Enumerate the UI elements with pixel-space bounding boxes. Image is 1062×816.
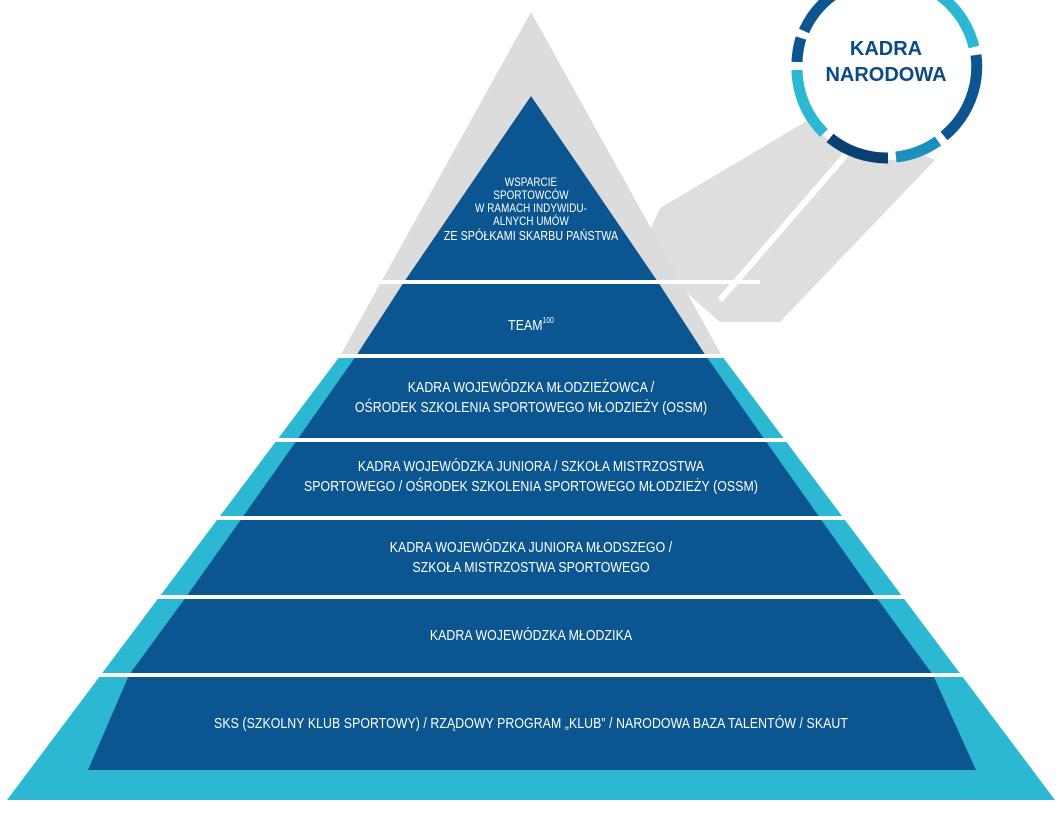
inner-team-band bbox=[356, 282, 706, 356]
badge-ring-segment bbox=[798, 0, 836, 34]
badge-circle-bg bbox=[794, 0, 978, 160]
inner-band-mlodzika bbox=[129, 597, 933, 675]
level-sks-label: SKS (SZKOLNY KLUB SPORTOWY) / RZĄDOWY PR… bbox=[214, 715, 848, 732]
level-team-label: TEAM100 bbox=[508, 316, 554, 334]
badge-ring-segment bbox=[895, 136, 942, 163]
badge-label: KADRA NARODOWA bbox=[802, 36, 970, 88]
badge-ring-segment bbox=[791, 69, 828, 137]
inner-apex bbox=[404, 96, 658, 282]
level-juniora-mlodszego-label: KADRA WOJEWÓDZKA JUNIORA MŁODSZEGO / SZK… bbox=[389, 539, 673, 576]
beam-shape bbox=[640, 112, 935, 322]
level-mlodzika-label: KADRA WOJEWÓDZKA MŁODZIKA bbox=[429, 627, 633, 644]
level-mlodziezowca-label: KADRA WOJEWÓDZKA MŁODZIEŻOWCA / OŚRODEK … bbox=[354, 379, 708, 416]
badge-line-2: NARODOWA bbox=[825, 64, 947, 86]
badge-ring-segment bbox=[940, 54, 983, 141]
inner-band-sks bbox=[88, 675, 976, 770]
badge-ring bbox=[791, 0, 983, 164]
badge-ring-segment bbox=[826, 133, 889, 164]
inner-band-mlodziezowca bbox=[297, 356, 765, 440]
badge-ring-segment bbox=[791, 36, 807, 63]
badge-line-1: KADRA bbox=[849, 38, 923, 60]
level-juniora-label: KADRA WOJEWÓDZKA JUNIORA / SZKOŁA MISTRZ… bbox=[303, 458, 759, 495]
beam-separator bbox=[717, 148, 853, 302]
level-wsparcie-label: WSPARCIE SPORTOWCÓW W RAMACH INDYWIDU- A… bbox=[443, 175, 619, 244]
badge-ring-segment bbox=[936, 0, 980, 49]
inner-band-juniora bbox=[242, 440, 820, 518]
inner-band-juniora-mlodszego bbox=[186, 518, 876, 597]
